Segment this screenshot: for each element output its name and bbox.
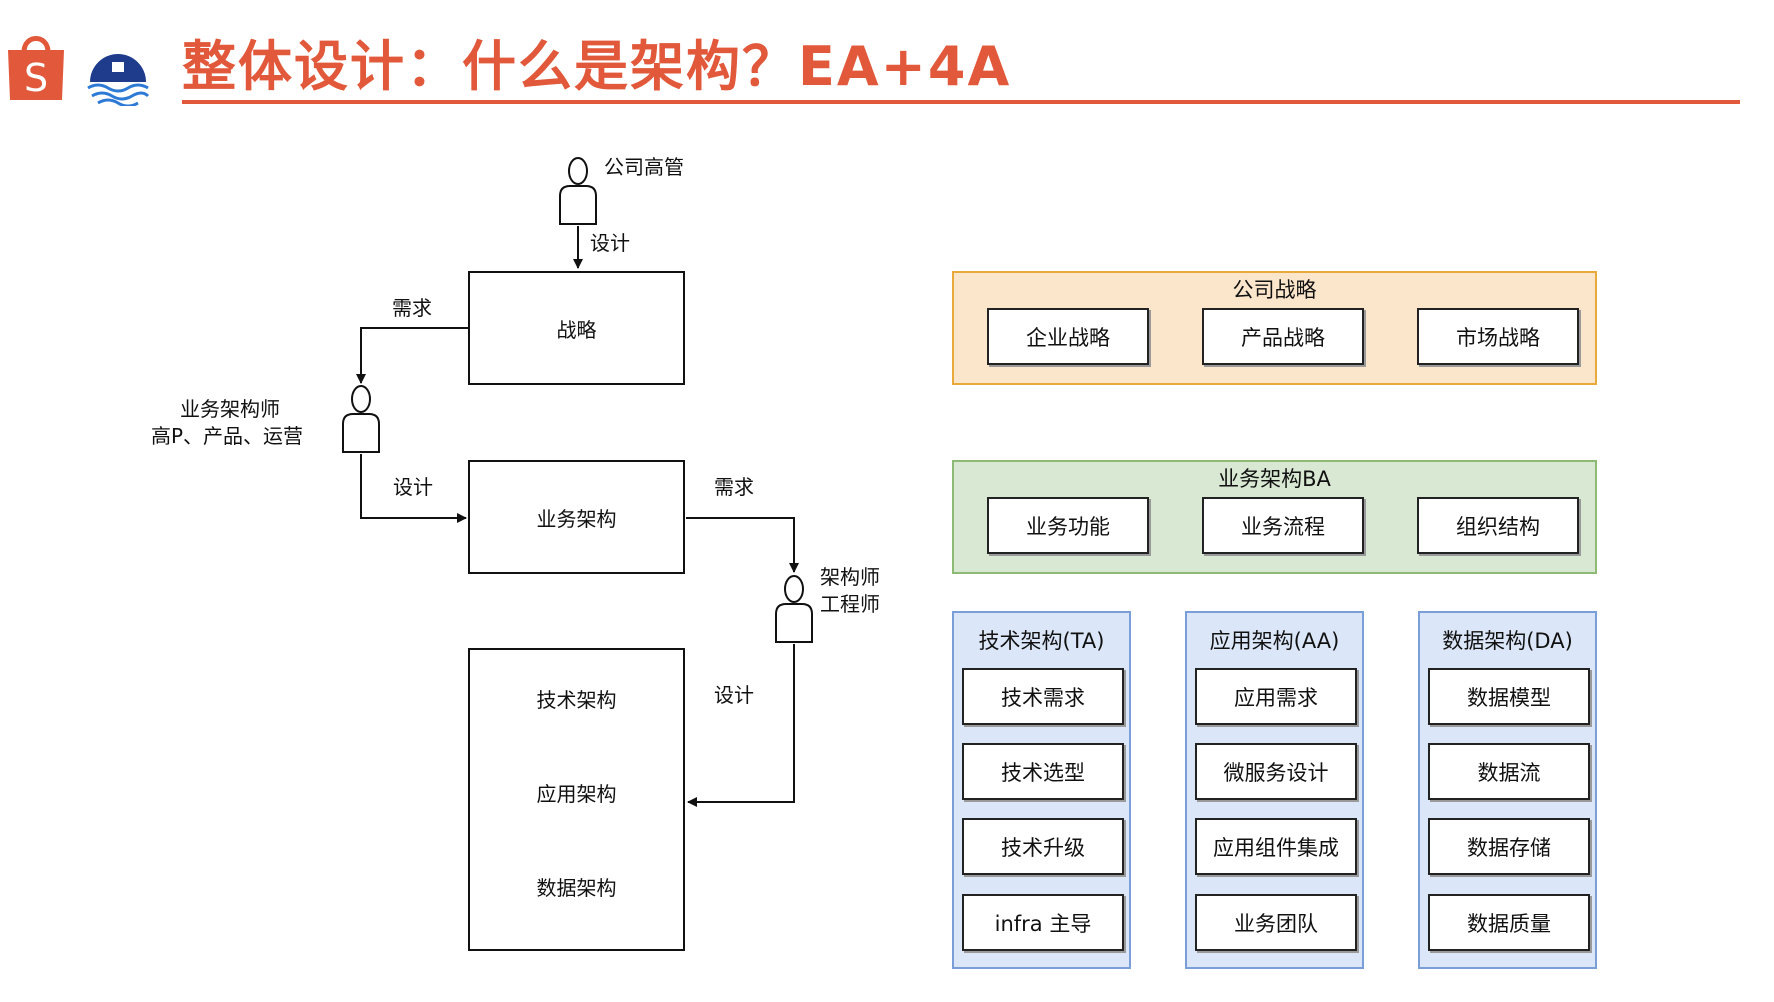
svg-text:S: S <box>24 56 48 100</box>
business-panel-title: 业务架构BA <box>1218 467 1331 491</box>
business-architecture-panel: 业务架构BA 业务功能 业务流程 组织结构 <box>952 460 1597 574</box>
tech-box-item: 数据架构 <box>536 876 617 900</box>
architect-label: 架构师 <box>820 565 880 589</box>
business-architect-label: 业务架构师 <box>180 397 280 421</box>
strategy-item: 市场战略 <box>1417 308 1579 365</box>
column-item: 业务团队 <box>1195 894 1357 951</box>
strategy-item: 产品战略 <box>1202 308 1364 365</box>
wave-logo <box>86 40 150 108</box>
executive-label: 公司高管 <box>604 155 684 179</box>
design-label-3: 设计 <box>714 683 754 707</box>
column-title: 数据架构(DA) <box>1442 629 1573 653</box>
demand-label-2: 需求 <box>714 475 754 499</box>
column-item: 技术需求 <box>962 668 1124 725</box>
strategy-box: 战略 <box>468 271 685 385</box>
column-item: infra 主导 <box>962 894 1124 951</box>
column-item: 数据存储 <box>1428 818 1590 875</box>
data-architecture-column: 数据架构(DA) 数据模型 数据流 数据存储 数据质量 <box>1418 611 1597 969</box>
business-architect-person-icon <box>342 385 380 453</box>
tech-box-item: 技术架构 <box>536 688 617 712</box>
business-item: 业务流程 <box>1202 497 1364 554</box>
column-item: 数据模型 <box>1428 668 1590 725</box>
title-underline <box>182 100 1740 104</box>
strategy-panel: 公司战略 企业战略 产品战略 市场战略 <box>952 271 1597 385</box>
executive-person-icon <box>559 157 597 225</box>
demand-arrow-business <box>686 517 799 573</box>
engineer-label: 工程师 <box>820 592 880 616</box>
column-title: 应用架构(AA) <box>1209 629 1340 653</box>
column-item: 应用组件集成 <box>1195 818 1357 875</box>
application-architecture-column: 应用架构(AA) 应用需求 微服务设计 应用组件集成 业务团队 <box>1185 611 1364 969</box>
demand-arrow-strategy <box>356 327 468 384</box>
business-item: 业务功能 <box>987 497 1149 554</box>
architect-person-icon <box>775 575 813 643</box>
business-architecture-box: 业务架构 <box>468 460 685 574</box>
tech-architecture-column: 技术架构(TA) 技术需求 技术选型 技术升级 infra 主导 <box>952 611 1131 969</box>
design-label-2: 设计 <box>393 475 433 499</box>
column-item: 技术升级 <box>962 818 1124 875</box>
demand-label-1: 需求 <box>392 296 432 320</box>
tech-box-item: 应用架构 <box>536 782 617 806</box>
column-item: 应用需求 <box>1195 668 1357 725</box>
shopping-bag-logo: S <box>4 30 68 104</box>
design-label-1: 设计 <box>590 231 630 255</box>
column-item: 技术选型 <box>962 743 1124 800</box>
column-item: 微服务设计 <box>1195 743 1357 800</box>
strategy-panel-title: 公司战略 <box>1232 278 1317 302</box>
tech-architecture-box: 技术架构 应用架构 数据架构 <box>468 648 685 951</box>
column-item: 数据质量 <box>1428 894 1590 951</box>
column-item: 数据流 <box>1428 743 1590 800</box>
column-title: 技术架构(TA) <box>978 629 1105 653</box>
strategy-item: 企业战略 <box>987 308 1149 365</box>
business-item: 组织结构 <box>1417 497 1579 554</box>
page-title: 整体设计：什么是架构？EA+4A <box>182 35 1012 98</box>
business-architect-roles: 高P、产品、运营 <box>151 424 304 448</box>
design-arrow-business <box>360 454 467 523</box>
design-arrow-architect <box>687 644 795 807</box>
